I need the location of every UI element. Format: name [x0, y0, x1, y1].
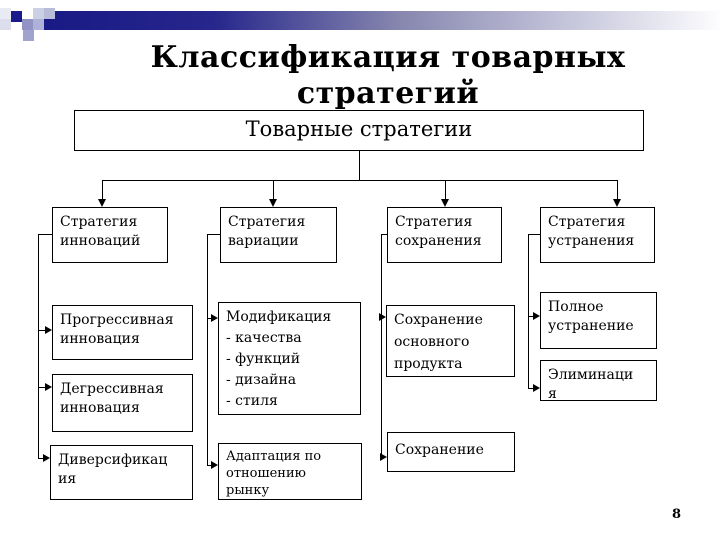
connector-line	[38, 234, 39, 458]
connector-line	[207, 234, 220, 235]
deco-square	[33, 19, 44, 30]
connector-line	[359, 151, 360, 181]
connector-line	[102, 181, 103, 199]
connector-line	[528, 316, 533, 317]
arrowhead-right-icon	[43, 454, 50, 462]
connector-line	[207, 465, 212, 466]
strategy-header-box-variation: Стратегия вариации	[220, 207, 337, 263]
arrowhead-right-icon	[211, 314, 218, 322]
child-box-preserve-core-product: Сохранение основного продукта	[386, 305, 515, 377]
child-box-elimination: Элиминаци я	[540, 360, 657, 401]
page-number: 8	[671, 507, 681, 522]
arrowhead-down-icon	[269, 199, 277, 207]
strategy-header-box-preservation: Стратегия сохранения	[387, 207, 502, 263]
deco-square	[22, 19, 33, 30]
deco-square	[33, 8, 44, 19]
deco-square	[11, 11, 22, 22]
connector-line	[38, 458, 44, 459]
child-box-modification: Модификация - качества - функций - дизай…	[218, 302, 361, 415]
child-box-full-elimination: Полное устранение	[540, 292, 657, 349]
connector-line	[617, 181, 618, 199]
arrowhead-right-icon	[211, 461, 218, 469]
strategy-header-box-elimination: Стратегия устранения	[540, 207, 655, 263]
connector-line	[445, 181, 446, 199]
arrowhead-down-icon	[613, 199, 621, 207]
child-box-degressive-innovation: Дегрессивная инновация	[52, 374, 193, 432]
arrowhead-right-icon	[380, 453, 387, 461]
child-box-preservation: Сохранение	[387, 432, 515, 472]
deco-square	[44, 8, 55, 19]
connector-line	[381, 234, 382, 457]
child-box-market-adaptation: Адаптация по отношению рынку	[218, 443, 362, 500]
deco-gradient-bar	[44, 11, 720, 30]
arrowhead-right-icon	[533, 384, 540, 392]
arrowhead-down-icon	[98, 199, 106, 207]
diagram-root-box: Товарные стратегии	[74, 110, 644, 151]
deco-square	[0, 19, 11, 30]
connector-line	[528, 234, 529, 388]
connector-line	[38, 234, 52, 235]
connector-line	[207, 318, 212, 319]
arrowhead-right-icon	[45, 326, 52, 334]
arrowhead-down-icon	[441, 199, 449, 207]
deco-square	[0, 8, 11, 19]
child-box-diversification: Диверсификац ия	[50, 445, 193, 500]
arrowhead-right-icon	[45, 383, 52, 391]
connector-line	[38, 330, 46, 331]
connector-line	[528, 388, 533, 389]
deco-square	[23, 30, 34, 41]
arrowhead-right-icon	[533, 312, 540, 320]
connector-line	[273, 181, 274, 199]
connector-line	[381, 234, 387, 235]
connector-line	[528, 234, 540, 235]
connector-line	[207, 234, 208, 465]
child-box-progressive-innovation: Прогрессивная инновация	[52, 305, 193, 360]
arrowhead-right-icon	[379, 313, 386, 321]
strategy-header-box-innovation: Стратегия инноваций	[52, 207, 168, 263]
connector-line	[102, 180, 618, 181]
connector-line	[38, 387, 46, 388]
slide-title: Классификация товарных стратегий	[150, 40, 626, 111]
